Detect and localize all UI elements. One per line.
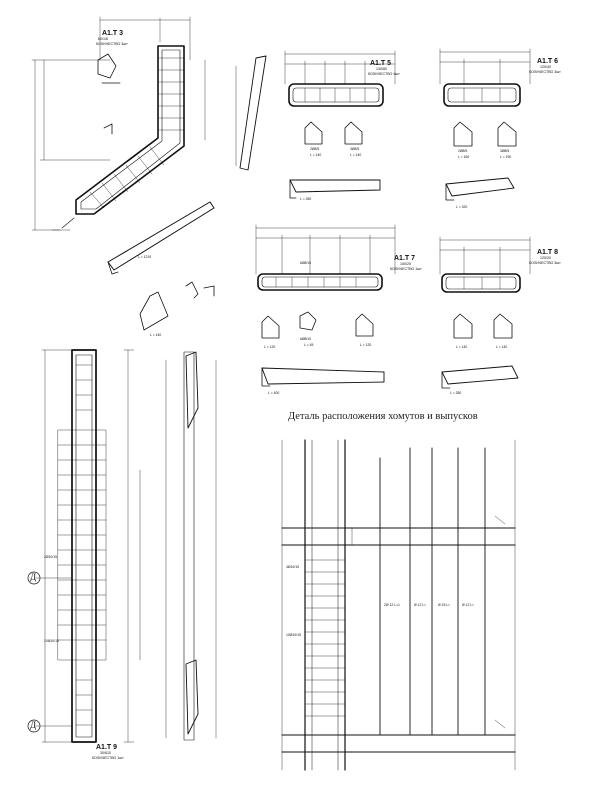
rebar-label: L = 400 — [268, 391, 280, 395]
detail-title: Деталь расположения хомутов и выпусков — [288, 411, 478, 422]
axis-tag-upper: Д — [30, 572, 37, 582]
rebar-label: L = 320 — [456, 205, 468, 209]
element-qty-a1t8: КОЛИЧЕСТВО 3шт — [529, 261, 561, 265]
element-mark-a1t8: А1.Т 8 — [537, 249, 559, 256]
rebar-label: 6Ø8/10 — [300, 337, 312, 341]
element-a1t8-drawing — [439, 236, 531, 389]
element-info-a1t7: 100/25 — [400, 262, 411, 266]
rebar-label: Ø 12 L= — [414, 603, 427, 607]
element-a1t6-drawing — [439, 48, 531, 201]
rebar-label: L = 140 — [310, 153, 322, 157]
element-info-a1t6: 120/40 — [540, 65, 551, 69]
axis-tag-lower: Д — [30, 720, 37, 730]
element-qty-a1t7: КОЛИЧЕСТВО 1шт — [390, 267, 422, 271]
rebar-label: 10Ø10/15 — [286, 633, 301, 637]
element-info-a1t5: 130/80 — [376, 67, 387, 71]
rebar-label: 6Ø8/10 — [300, 261, 312, 265]
element-info-a1t3: 60/1/6 — [98, 37, 108, 41]
element-qty-a1t3: КОЛИЧЕСТВО 3шт — [96, 42, 128, 46]
element-a1t3-drawing — [31, 16, 215, 331]
rebar-label: 3Ø8/5 — [350, 147, 360, 151]
element-mark-a1t6: А1.Т 6 — [537, 58, 559, 65]
rebar-label: 4Ø10/15 — [286, 565, 300, 569]
element-info-a1t9: 30/610 — [100, 751, 111, 755]
element-a1t9-drawing — [27, 349, 141, 743]
element-mark-a1t5: А1.Т 5 — [370, 60, 392, 67]
element-qty-a1t6: КОЛИЧЕСТВО 3шт — [529, 70, 561, 74]
detail-stirrups-outlets — [281, 439, 516, 771]
long-bent-bar — [235, 55, 267, 171]
rebar-label: L = 280 — [300, 197, 312, 201]
column-bar-details — [165, 351, 217, 741]
rebar-label: L = 140 — [150, 333, 162, 337]
rebar-label: L = 120 — [360, 343, 372, 347]
element-info-a1t8: 120/20 — [540, 256, 551, 260]
rebar-label: 2Ø8/5 — [310, 147, 320, 151]
rebar-label: Ø 15 L= — [438, 603, 451, 607]
element-a1t5-drawing — [284, 50, 396, 199]
rebar-label: L = 140 — [496, 345, 508, 349]
rebar-label: L = 45 — [304, 343, 314, 347]
element-mark-a1t7: А1.Т 7 — [394, 255, 416, 262]
rebar-label: L = 140 — [456, 345, 468, 349]
rebar-label: L = 140 — [350, 153, 362, 157]
element-a1t7-drawing — [255, 224, 396, 387]
rebar-label: 3Ø8/5 — [500, 149, 510, 153]
rebar-label: L = 280 — [450, 391, 462, 395]
rebar-label: 2Ø10/15 — [44, 555, 58, 559]
rebar-label: L = 160 — [458, 155, 470, 159]
element-mark-a1t9: А1.Т 9 — [96, 744, 118, 751]
rebar-label: L = 120 — [264, 345, 276, 349]
rebar-label: L = 1210 — [138, 255, 152, 259]
element-mark-a1t3: А1.Т 3 — [102, 30, 124, 37]
rebar-label: 2Ø 12 L=1 — [384, 603, 400, 607]
rebar-label: Ø 12 L= — [462, 603, 475, 607]
element-qty-a1t5: КОЛИЧЕСТВО 4шт — [368, 72, 400, 76]
element-qty-a1t9: КОЛИЧЕСТВО 1шт — [92, 756, 124, 760]
rebar-label: 10Ø10/15 — [44, 639, 59, 643]
rebar-label: L = 190 — [500, 155, 512, 159]
rebar-label: 2Ø8/5 — [458, 149, 468, 153]
